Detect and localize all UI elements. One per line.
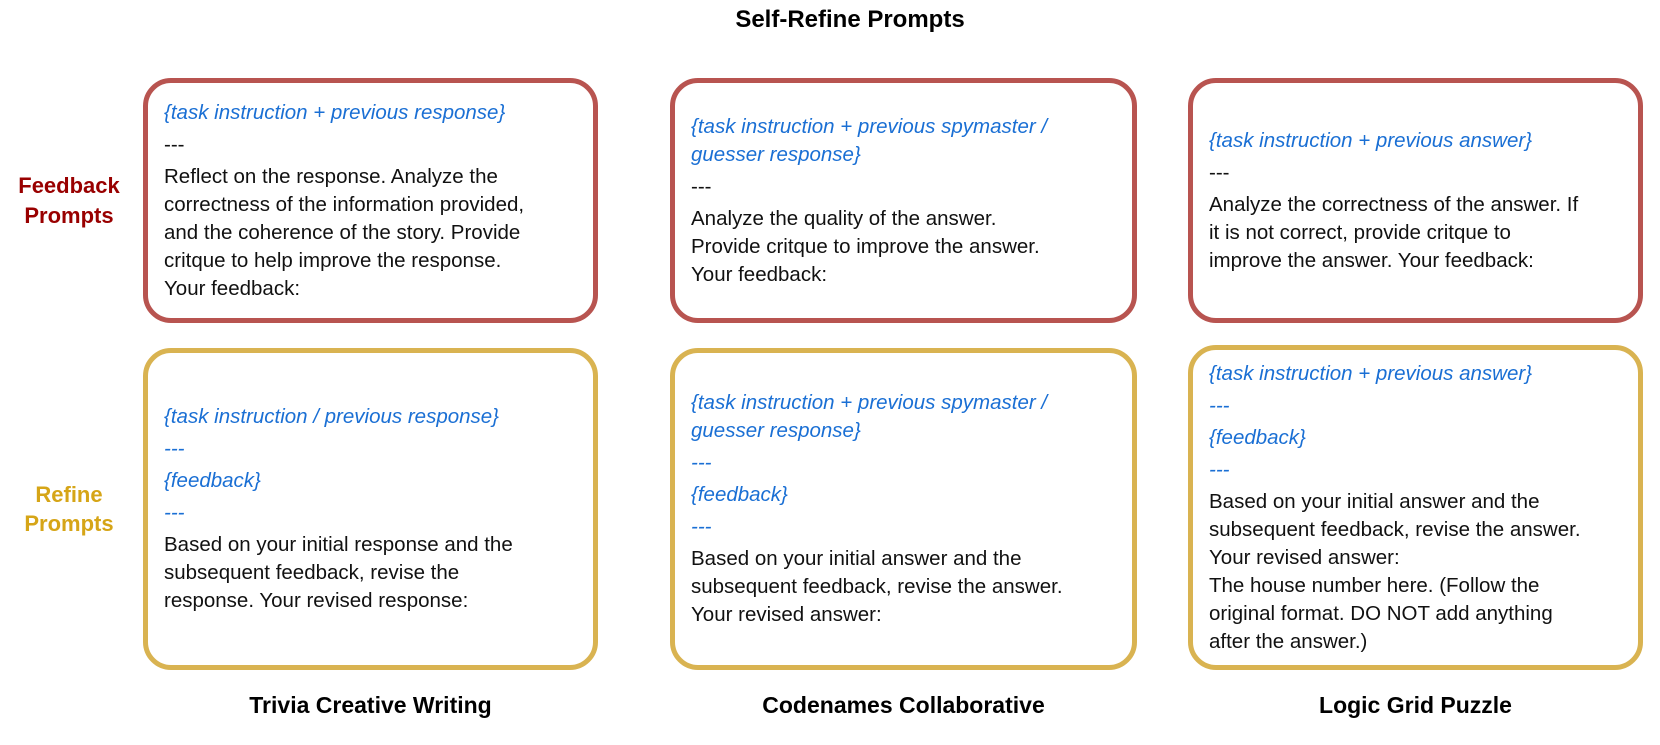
refine-prompt-box-logic-grid-puzzle: {task instruction + previous answer} --- {… [1188, 345, 1643, 670]
feedback-prompt-box-logic-grid-puzzle: {task instruction + previous answer} --- A… [1188, 78, 1643, 323]
template-placeholder-text: --- [691, 451, 712, 474]
prompt-instruction-text: Analyze the quality of the answer. Provi… [691, 206, 1040, 286]
page-title: Self-Refine Prompts [735, 6, 965, 33]
template-placeholder-text: {task instruction + previous answer} [1209, 361, 1533, 385]
template-placeholder-text: {feedback} [1209, 425, 1306, 449]
refine-prompt-box-codenames-collaborative: {task instruction + previous spymaster /… [670, 348, 1137, 670]
prompt-instruction-text: --- [691, 174, 712, 198]
template-placeholder-text: {task instruction + previous spymaster /… [691, 391, 1048, 442]
prompt-instruction-text: Based on your initial answer and the sub… [691, 547, 1063, 626]
template-placeholder-text: --- [164, 437, 185, 460]
prompt-instruction-text: Based on your initial response and the s… [164, 533, 513, 612]
column-caption-codenames-collaborative: Codenames Collaborative [762, 692, 1045, 718]
prompt-instruction-text: --- [1209, 160, 1230, 184]
row-label-feedback-prompts: Feedback Prompts [18, 173, 120, 228]
template-placeholder-text: {task instruction + previous spymaster /… [691, 114, 1048, 166]
template-placeholder-text: {feedback} [691, 483, 788, 506]
feedback-prompt-box-codenames-collaborative: {task instruction + previous spymaster /… [670, 78, 1137, 323]
column-caption-logic-grid-puzzle: Logic Grid Puzzle [1319, 692, 1512, 718]
row-label-refine-prompts: Refine Prompts [24, 481, 114, 536]
template-placeholder-text: --- [1209, 457, 1230, 481]
template-placeholder-text: {task instruction / previous response} [164, 405, 500, 428]
prompt-instruction-text: Based on your initial answer and the sub… [1209, 489, 1581, 653]
prompt-instruction-text: --- [164, 132, 185, 156]
prompt-instruction-text: Analyze the correctness of the answer. I… [1209, 192, 1579, 272]
template-placeholder-text: --- [691, 515, 712, 538]
column-caption-trivia-creative-writing: Trivia Creative Writing [249, 692, 492, 718]
template-placeholder-text: {task instruction + previous answer} [1209, 128, 1533, 152]
refine-prompt-box-trivia-creative-writing: {task instruction / previous response} --… [143, 348, 598, 670]
template-placeholder-text: {task instruction + previous response} [164, 100, 506, 124]
feedback-prompt-box-trivia-creative-writing: {task instruction + previous response} --… [143, 78, 598, 323]
template-placeholder-text: --- [164, 501, 185, 524]
prompt-instruction-text: Reflect on the response. Analyze the cor… [164, 164, 525, 300]
template-placeholder-text: --- [1209, 393, 1230, 417]
template-placeholder-text: {feedback} [164, 469, 261, 492]
